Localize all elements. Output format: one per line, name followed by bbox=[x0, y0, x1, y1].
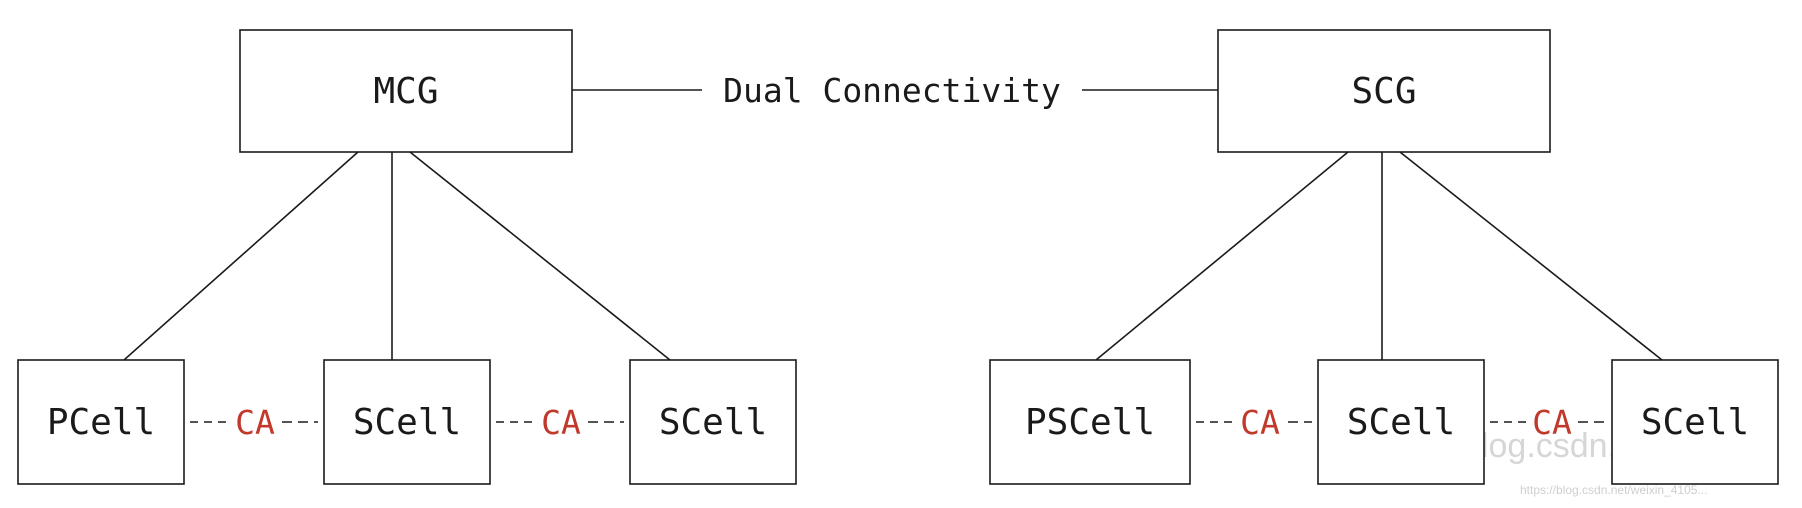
scg-cell-2-box bbox=[1317, 359, 1485, 485]
scg-cell-1-label: PSCell bbox=[1025, 402, 1155, 443]
mcg-ca-2-label: CA bbox=[541, 403, 581, 442]
dual-connectivity-label: Dual Connectivity bbox=[723, 71, 1061, 110]
mcg-cell-3-box bbox=[629, 359, 797, 485]
scg-cell-3-box bbox=[1611, 359, 1779, 485]
scg-ca-1-label: CA bbox=[1240, 403, 1280, 442]
mcg-cell-3-label: SCell bbox=[659, 402, 767, 443]
scg-box bbox=[1217, 29, 1551, 153]
scg-to-cell-3-line bbox=[1399, 151, 1663, 361]
mcg-label: MCG bbox=[373, 71, 438, 112]
scg-label: SCG bbox=[1351, 71, 1416, 112]
mcg-box bbox=[239, 29, 573, 153]
scg-cell-3-label: SCell bbox=[1641, 402, 1749, 443]
mcg-to-cell-3-line bbox=[409, 151, 671, 361]
watermark-small: https://blog.csdn.net/weixin_4105... bbox=[1520, 483, 1707, 497]
mcg-group: MCG PCell SCell SCell CA CA bbox=[17, 29, 797, 485]
scg-cell-2-label: SCell bbox=[1347, 402, 1455, 443]
scg-cell-1-box bbox=[989, 359, 1191, 485]
scg-to-cell-1-line bbox=[1095, 151, 1349, 361]
mcg-cell-2-label: SCell bbox=[353, 402, 461, 443]
scg-ca-2-label: CA bbox=[1532, 403, 1572, 442]
mcg-ca-1-label: CA bbox=[235, 403, 275, 442]
mcg-cell-1-label: PCell bbox=[47, 402, 155, 443]
mcg-to-cell-1-line bbox=[123, 151, 359, 361]
mcg-cell-1-box bbox=[17, 359, 185, 485]
mcg-cell-2-box bbox=[323, 359, 491, 485]
scg-group: SCG PSCell SCell SCell CA CA bbox=[989, 29, 1779, 485]
